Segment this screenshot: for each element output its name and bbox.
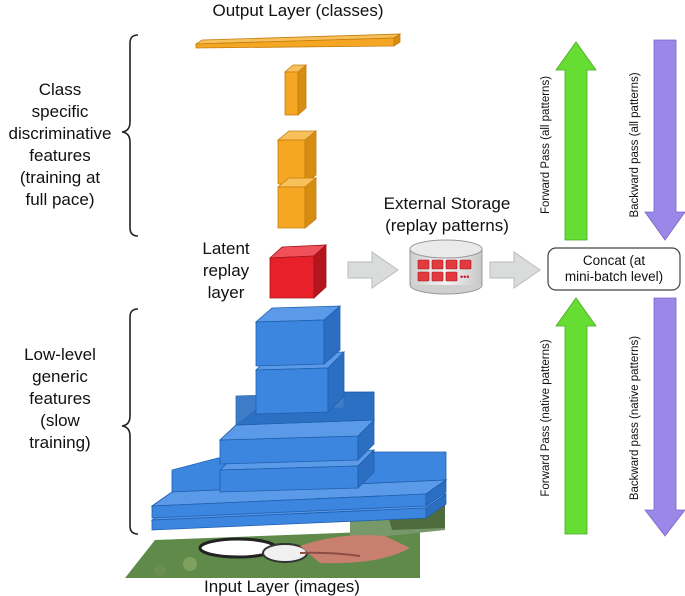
low-level-label: Low-level generic features (slow trainin… — [24, 345, 96, 452]
storage-cylinder: ••• — [409, 239, 483, 295]
latent-replay-cube — [268, 244, 328, 299]
brace-lower — [121, 308, 139, 535]
storage-ellipsis: ••• — [460, 272, 469, 282]
external-storage-line: External Storage — [384, 194, 511, 213]
backward-arrow-lower — [644, 297, 685, 537]
class-specific-line: Class — [39, 80, 82, 99]
blue-layer-stack — [150, 305, 448, 531]
external-storage-line: (replay patterns) — [385, 216, 509, 235]
low-level-line: training) — [29, 433, 90, 452]
forward-native-label: Forward Pass (native patterns) — [540, 339, 552, 496]
concat-box — [547, 247, 681, 291]
backward-arrow-upper — [644, 39, 685, 241]
backward-native-label: Backward pass (native patterns) — [629, 336, 641, 500]
backward-all-label: Backward pass (all patterns) — [629, 72, 641, 217]
concat-label-line1: Concat (at — [583, 253, 646, 268]
class-specific-line: full pace) — [26, 190, 95, 209]
output-layer-label: Output Layer (classes) — [212, 1, 383, 20]
concat-label-line2: mini-batch level) — [565, 269, 663, 284]
brace-upper — [121, 34, 139, 237]
gray-arrow-to-storage — [347, 251, 399, 289]
input-layer-label: Input Layer (images) — [204, 577, 360, 596]
forward-all-label: Forward Pass (all patterns) — [540, 76, 552, 214]
class-specific-line: specific — [32, 102, 89, 121]
latent-replay-line: replay — [203, 261, 250, 280]
external-storage-label: External Storage (replay patterns) — [384, 194, 511, 235]
class-specific-label: Class specific discriminative features (… — [9, 80, 112, 209]
low-level-line: (slow — [40, 411, 80, 430]
class-specific-line: features — [29, 146, 90, 165]
low-level-line: generic — [32, 367, 88, 386]
latent-replay-label: Latent replay layer — [202, 239, 250, 302]
class-specific-line: discriminative — [9, 124, 112, 143]
class-specific-line: (training at — [20, 168, 101, 187]
forward-arrow-lower — [555, 297, 597, 535]
gray-arrow-to-concat — [489, 251, 541, 289]
orange-layer-stack — [194, 33, 402, 229]
forward-arrow-upper — [555, 41, 597, 241]
latent-replay-line: Latent — [202, 239, 250, 258]
latent-replay-line: layer — [208, 283, 245, 302]
low-level-line: Low-level — [24, 345, 96, 364]
low-level-line: features — [29, 389, 90, 408]
